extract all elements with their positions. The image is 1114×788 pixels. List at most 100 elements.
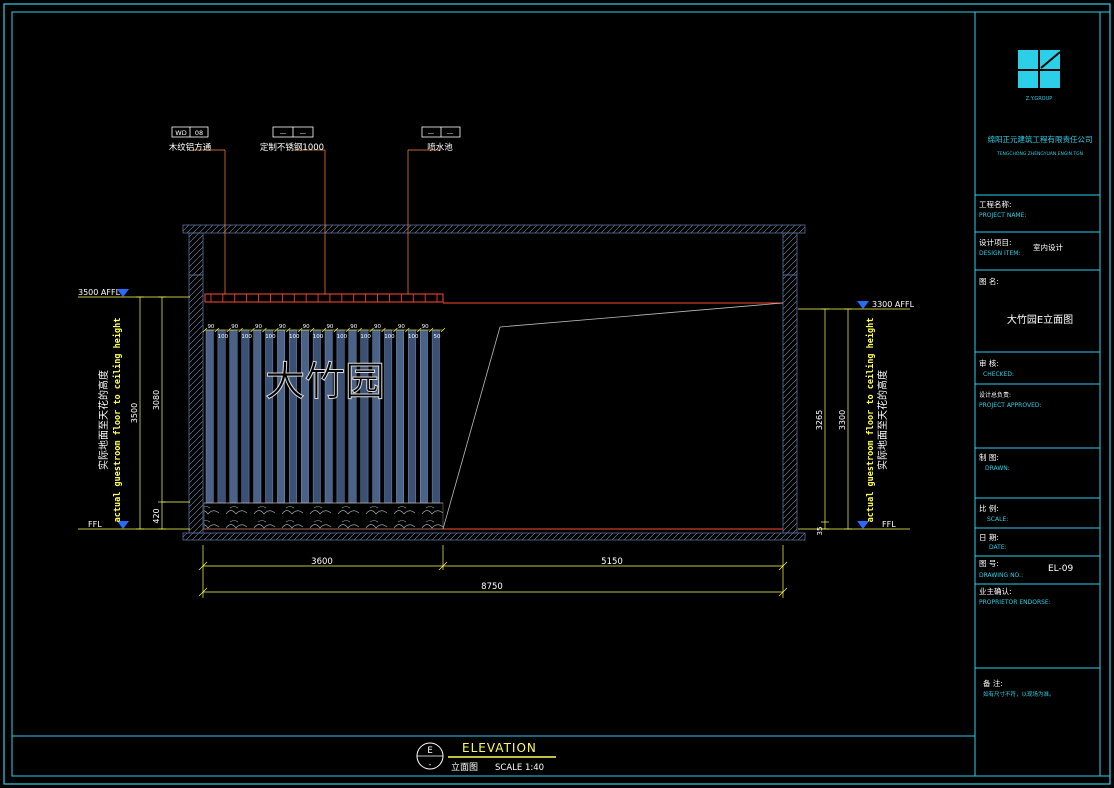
design-item-value: 室内设计 — [1033, 242, 1063, 252]
side-note-left: 实际地面至天花的高度 actual guestroom floor to cei… — [97, 318, 123, 523]
slat-dim-tick — [440, 327, 446, 333]
callout-stainless: — — 定制不锈钢1000 — [260, 126, 324, 153]
checked-en: CHECKED: — [983, 371, 1014, 378]
dim-label: 420 — [152, 508, 161, 523]
slat-dim-tick — [286, 327, 291, 333]
dim-label: 3300 — [838, 410, 847, 430]
room-section — [182, 224, 806, 541]
slat-dim-tick — [369, 327, 374, 333]
slat-dim-label: 100 — [408, 334, 419, 340]
callout-code: WD — [175, 129, 186, 137]
slat-dim-label: 90 — [422, 324, 429, 330]
aluminum-slat — [265, 329, 274, 504]
aluminum-slat — [229, 329, 238, 504]
elevation-scale: SCALE 1:40 — [495, 763, 544, 773]
approved-en: PROJECT APPROVED: — [979, 402, 1042, 409]
slat-dim-tick — [297, 327, 303, 333]
aluminum-slat — [253, 329, 262, 504]
slat-dim-tick — [250, 327, 255, 333]
slat-dim-label: 100 — [218, 334, 229, 340]
slat-dim-label: 90 — [255, 324, 262, 330]
drawing-title-value: 大竹园E立面图 — [1007, 313, 1073, 326]
aluminum-slat — [420, 329, 428, 504]
wall-sign-text: 大竹园 — [265, 359, 385, 405]
dim-bottom — [198, 545, 788, 598]
date-cn: 日 期: — [979, 533, 999, 542]
aluminum-slat — [241, 329, 250, 504]
slat-tops — [210, 294, 438, 302]
remark-value: 如有尺寸不符，以现场为准。 — [983, 690, 1055, 698]
callout-code: — — [428, 129, 435, 137]
level-label: FFL — [88, 520, 102, 529]
elevation-title: E - ELEVATION 立面图 SCALE 1:40 — [416, 741, 556, 773]
slat-dim-label: 100 — [360, 334, 371, 340]
company-name-cn: 绵阳正元建筑工程有限责任公司 — [988, 134, 1093, 144]
level-marker-left-floor: FFL — [78, 520, 190, 530]
approved-cn: 设计总负责: — [979, 391, 1011, 399]
slat-dim-label: 90 — [231, 324, 238, 330]
dim-label: 3500 — [130, 403, 139, 423]
slat-dim-label: 90 — [350, 324, 357, 330]
drawn-en: DRAWN: — [985, 465, 1010, 472]
title-block: 工程名称: PROJECT NAME: 设计项目: DESIGN ITEM: 室… — [979, 199, 1074, 698]
aluminum-slat — [277, 329, 285, 504]
aluminum-slat — [289, 329, 297, 504]
level-marker-left-top: 3500 AFFL — [78, 288, 190, 298]
endorse-en: PROPRIETOR ENDORSE: — [979, 599, 1051, 606]
side-note-cn: 实际地面至天花的高度 — [97, 370, 110, 470]
drawn-cn: 制 图: — [979, 452, 999, 462]
callout-label: 定制不锈钢1000 — [260, 142, 324, 153]
aluminum-slat — [384, 329, 393, 504]
aluminum-slat — [408, 329, 416, 504]
marker-letter: E — [427, 746, 432, 756]
aluminum-slat — [431, 329, 440, 504]
mirror-panel — [442, 302, 784, 530]
slat-dim-label: 90 — [303, 324, 310, 330]
aluminum-slat-wall — [205, 329, 440, 504]
elevation-title-en: ELEVATION — [462, 741, 537, 755]
slat-dim-tick — [405, 327, 410, 333]
aluminum-slat — [336, 329, 345, 504]
dim-left — [136, 296, 190, 530]
aluminum-slat — [205, 329, 214, 504]
callout-label: 木纹铝方通 — [169, 142, 212, 153]
slat-dim-tick — [381, 327, 386, 333]
company-name-en: TENGCHONG ZHENGYUAN ENGIN.TGN — [996, 151, 1083, 157]
aluminum-slat — [217, 329, 226, 504]
scale-cn: 比 例: — [979, 503, 999, 513]
logo-caption: Z.Y.GROUP — [1026, 96, 1053, 102]
slat-dim-label: 90 — [374, 324, 381, 330]
side-note-right: actual guestroom floor to ceiling height… — [865, 318, 889, 523]
elevation-title-cn: 立面图 — [451, 761, 478, 773]
slat-dim-tick — [357, 327, 362, 333]
level-marker-right-floor: FFL — [798, 520, 910, 530]
slat-dim-tick — [345, 327, 351, 333]
dim-label: 5150 — [601, 557, 623, 567]
aluminum-slat — [360, 329, 369, 504]
date-en: DATE: — [989, 544, 1007, 551]
checked-cn: 审 核: — [979, 358, 999, 368]
slat-dim-tick — [274, 327, 279, 333]
scale-en: SCALE: — [987, 516, 1008, 523]
slat-dim-tick — [428, 327, 434, 333]
slat-dim-label: 90 — [326, 324, 333, 330]
dim-label: 35 — [816, 527, 824, 536]
drawing-no-en: DRAWING NO.: — [979, 572, 1023, 579]
aluminum-slat — [372, 329, 381, 504]
level-marker-right-top: 3300 AFFL — [798, 300, 915, 310]
slat-dim-label: 50 — [434, 334, 441, 340]
design-item-cn: 设计项目: — [979, 237, 1012, 247]
dim-label: 3265 — [815, 410, 824, 430]
dim-right — [821, 308, 852, 530]
aluminum-slat — [312, 329, 321, 504]
slat-dim-tick — [262, 327, 267, 333]
level-label: 3300 AFFL — [872, 300, 915, 309]
callout-wood-slat: WD 08 木纹铝方通 — [169, 126, 212, 153]
slat-dim-label: 100 — [384, 334, 395, 340]
aluminum-slat — [348, 329, 357, 504]
sheet-frame — [3, 3, 1111, 785]
dim-label: 3080 — [152, 390, 161, 410]
side-note-en: actual guestroom floor to ceiling height — [112, 318, 123, 523]
dim-label: 3600 — [311, 557, 333, 567]
